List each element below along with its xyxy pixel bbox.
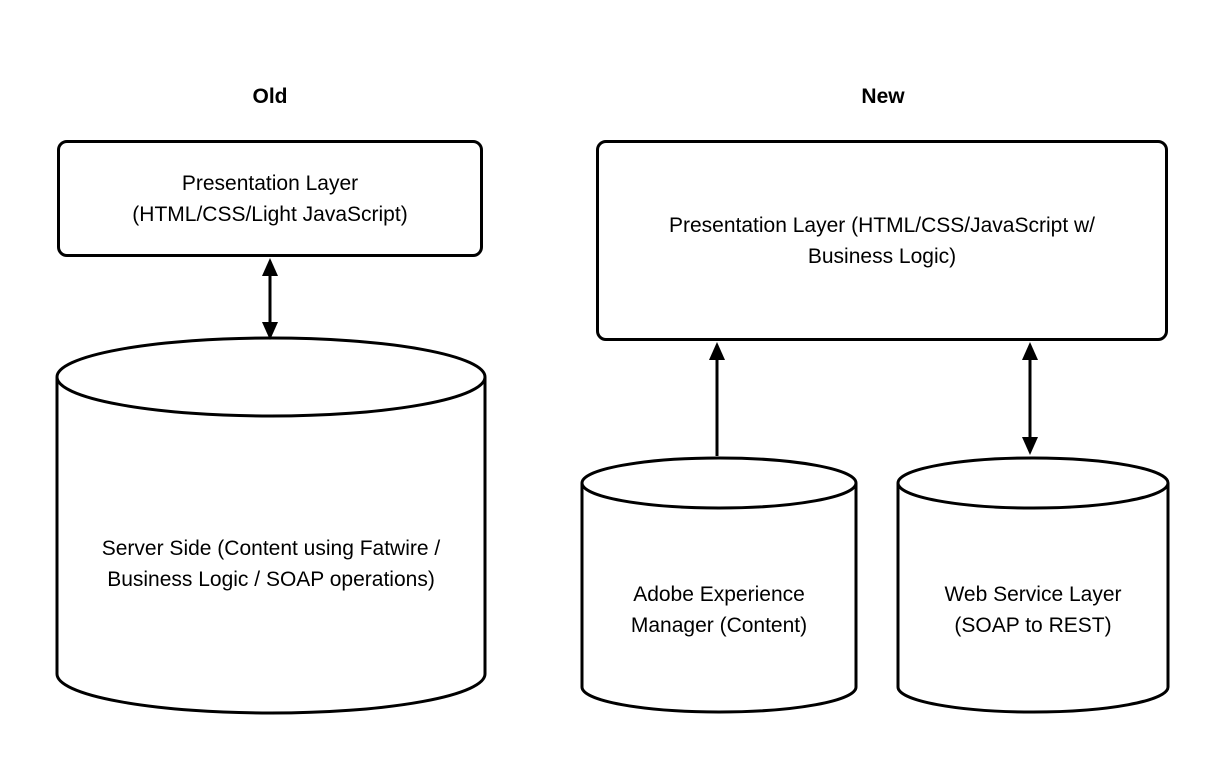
double-arrow-icon	[1022, 342, 1038, 455]
old-server-cylinder-shape	[55, 336, 487, 715]
old-column-title: Old	[252, 85, 288, 108]
double-arrow-icon	[262, 258, 278, 340]
old-presentation-layer-box: Presentation Layer (HTML/CSS/Light JavaS…	[57, 140, 483, 257]
up-arrow-icon	[709, 342, 725, 456]
new-presentation-layer-label-line2: Business Logic)	[807, 244, 957, 268]
old-presentation-layer-label-line1: Presentation Layer	[181, 171, 359, 195]
new-presentation-layer-label-line1: Presentation Layer (HTML/CSS/JavaScript …	[669, 213, 1095, 237]
new-presentation-layer-box: Presentation Layer (HTML/CSS/JavaScript …	[596, 140, 1168, 341]
new-web-service-cylinder-shape	[896, 456, 1170, 714]
new-aem-cylinder-shape	[580, 456, 858, 714]
old-presentation-layer-label-line2: (HTML/CSS/Light JavaScript)	[132, 202, 408, 226]
new-column-title: New	[861, 85, 905, 108]
